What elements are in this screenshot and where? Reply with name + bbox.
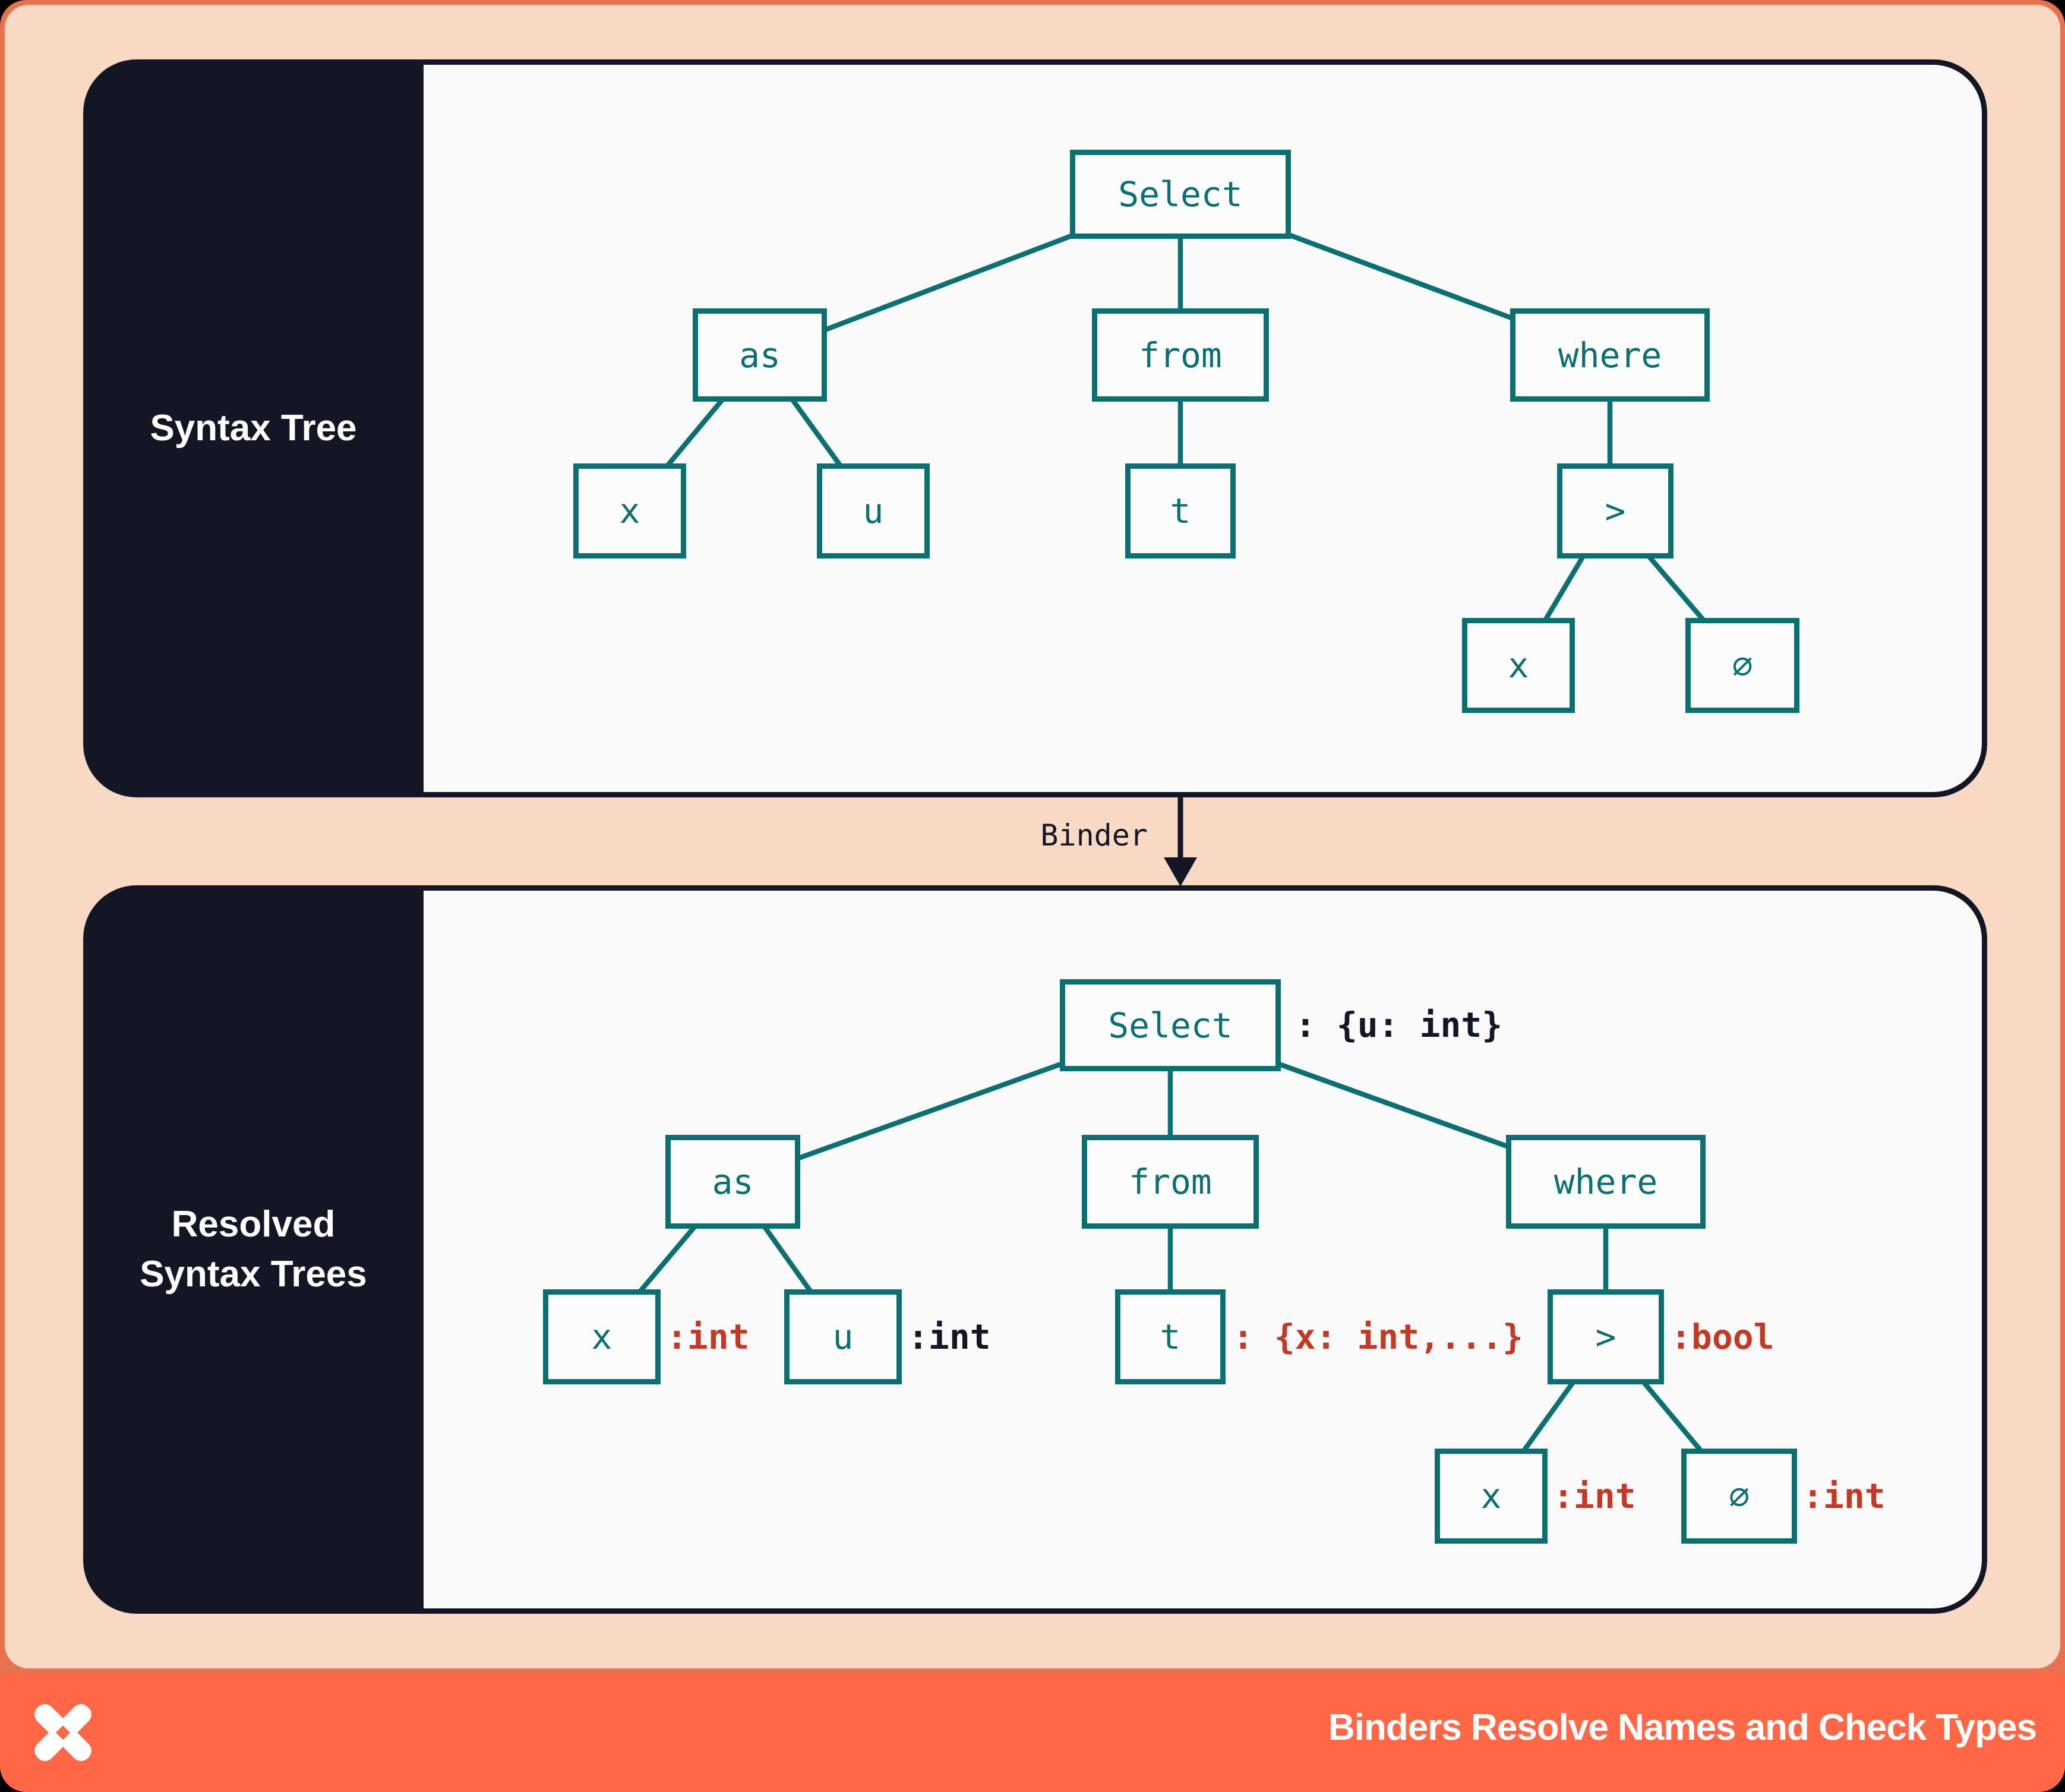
tree-node-x: x bbox=[573, 463, 686, 559]
resolved-node-where: where bbox=[1506, 1135, 1706, 1229]
resolved-node-x: x bbox=[543, 1289, 661, 1384]
pinwheel-x-logo-icon bbox=[34, 1704, 91, 1761]
tree-node-gt: > bbox=[1557, 463, 1674, 559]
resolved-node-t: t bbox=[1115, 1289, 1226, 1384]
resolved-syntax-trees-title: Resolved Syntax Trees bbox=[140, 1204, 367, 1295]
syntax-tree-title: Syntax Tree bbox=[150, 408, 357, 449]
resolved-syntax-trees-panel: Resolved Syntax Trees bbox=[83, 885, 1987, 1614]
resolved-node-from: from bbox=[1082, 1135, 1259, 1229]
resolved-node-select: Select bbox=[1060, 979, 1281, 1071]
tree-node-from: from bbox=[1092, 308, 1269, 402]
resolved-node-u: u bbox=[784, 1289, 902, 1384]
tree-node-as: as bbox=[693, 308, 827, 402]
tree-node-select: Select bbox=[1070, 150, 1291, 239]
tree-node-where: where bbox=[1510, 308, 1710, 402]
type-annotation-u: :int bbox=[908, 1317, 991, 1357]
type-annotation-t: : {x: int,...} bbox=[1233, 1317, 1523, 1357]
resolved-node-x-2: x bbox=[1435, 1449, 1548, 1544]
type-annotation-select: : {u: int} bbox=[1295, 1005, 1503, 1045]
resolved-node-as: as bbox=[665, 1135, 800, 1229]
type-annotation-gt: :bool bbox=[1671, 1317, 1774, 1357]
binder-label: Binder bbox=[1040, 818, 1148, 853]
type-annotation-x-2: :int bbox=[1553, 1476, 1636, 1516]
tree-node-zero: ∅ bbox=[1685, 618, 1799, 713]
footer-title: Binders Resolve Names and Check Types bbox=[1328, 1706, 2037, 1748]
tree-node-u: u bbox=[817, 463, 930, 559]
footer-bar: Binders Resolve Names and Check Types bbox=[0, 1674, 2065, 1792]
resolved-node-gt: > bbox=[1548, 1289, 1664, 1384]
type-annotation-x: :int bbox=[667, 1317, 750, 1357]
syntax-tree-sidebar: Syntax Tree bbox=[83, 59, 424, 797]
tree-node-t: t bbox=[1125, 463, 1236, 559]
resolved-syntax-trees-sidebar: Resolved Syntax Trees bbox=[83, 885, 424, 1614]
type-annotation-zero: :int bbox=[1802, 1476, 1886, 1516]
tree-node-x-2: x bbox=[1462, 618, 1575, 713]
resolved-node-zero: ∅ bbox=[1681, 1449, 1797, 1544]
